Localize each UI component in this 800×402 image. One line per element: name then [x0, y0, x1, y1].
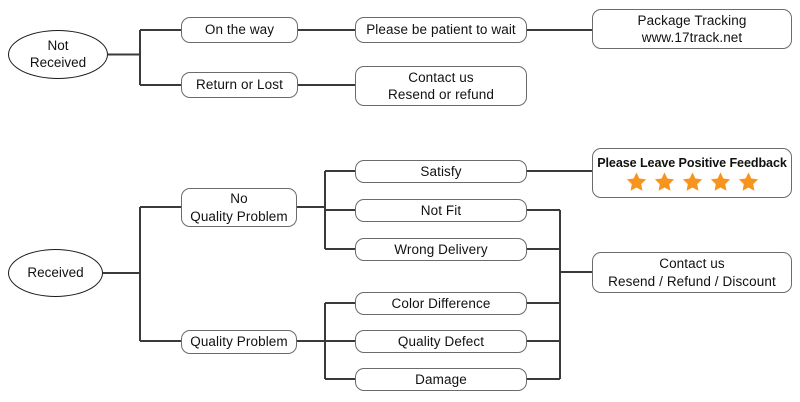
node-package-tracking[interactable]: Package Tracking www.17track.net	[592, 9, 792, 49]
node-quality-problem[interactable]: Quality Problem	[181, 330, 297, 354]
node-please-be-patient[interactable]: Please be patient to wait	[355, 17, 527, 43]
feedback-title: Please Leave Positive Feedback	[597, 156, 787, 170]
node-wrong-delivery[interactable]: Wrong Delivery	[355, 238, 527, 261]
node-satisfy[interactable]: Satisfy	[355, 160, 527, 183]
star-icon[interactable]	[626, 171, 647, 192]
node-contact-us-resend-or-refund[interactable]: Contact us Resend or refund	[355, 66, 527, 106]
node-not-received[interactable]: Not Received	[8, 30, 108, 79]
star-icon[interactable]	[710, 171, 731, 192]
node-positive-feedback[interactable]: Please Leave Positive Feedback	[592, 148, 792, 198]
node-received[interactable]: Received	[8, 249, 103, 297]
node-not-fit[interactable]: Not Fit	[355, 199, 527, 222]
node-color-difference[interactable]: Color Difference	[355, 292, 527, 315]
node-contact-us-resolution[interactable]: Contact us Resend / Refund / Discount	[592, 252, 792, 293]
node-return-or-lost[interactable]: Return or Lost	[181, 72, 298, 98]
node-quality-defect[interactable]: Quality Defect	[355, 330, 527, 353]
node-on-the-way[interactable]: On the way	[181, 17, 298, 43]
star-icon[interactable]	[654, 171, 675, 192]
node-damage[interactable]: Damage	[355, 368, 527, 391]
node-no-quality-problem[interactable]: No Quality Problem	[181, 188, 297, 227]
star-icon[interactable]	[682, 171, 703, 192]
star-rating[interactable]	[626, 171, 759, 192]
star-icon[interactable]	[738, 171, 759, 192]
